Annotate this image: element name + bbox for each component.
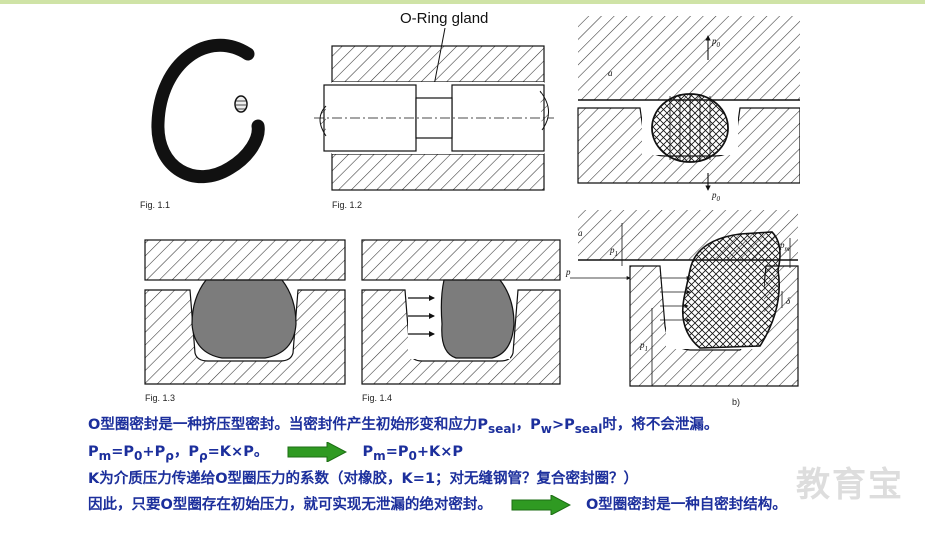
pm-label: pm [779,240,790,253]
top-accent-line [0,0,925,4]
diagram-panel: Fig. 1.1 O-Ring gland Fig. 1.2 Fig. 1.3 [100,8,800,413]
fig-1-1-oring: Fig. 1.1 [140,38,265,210]
text-line-2: Pm=P0+Pρ，Pρ=K×P。 Pm=P0+K×P [88,442,464,463]
fig-1-3-label: Fig. 1.3 [145,393,175,403]
fig-1-2-gland: O-Ring gland Fig. 1.2 [314,10,554,210]
p0-top-label: p0 [711,36,721,49]
green-arrow-icon [287,442,348,462]
gland-title: O-Ring gland [400,10,488,27]
watermark-logo: 教育宝 [796,465,904,505]
p0-bottom-label: p0 [711,190,721,203]
text-line-3: K为介质压力传递给O型圈压力的系数（对橡胶，K=1；对无缝钢管？复合密封圈？） [88,471,639,487]
text-line-1: O型圈密封是一种挤压型密封。当密封件产生初始形变和应力Pseal，Pw>Psea… [88,417,719,436]
p-label: p [565,267,571,277]
delta-label: δ [786,296,791,306]
fig-a-stress-distribution: p0 p0 a [577,16,800,203]
fig-1-1-label: Fig. 1.1 [140,200,170,210]
text-line-4: 因此，只要O型圈存在初始压力，就可实现无泄漏的绝对密封。 O型圈密封是一种自密封… [88,495,787,515]
fig-1-4-label: Fig. 1.4 [362,393,392,403]
green-arrow-icon-2 [511,495,571,515]
p1-top-label: p1 [609,245,618,258]
fig-b-label: b) [732,397,740,407]
fig-1-4-pressurized: Fig. 1.4 [361,239,561,403]
b-a-mark: a [578,228,583,238]
oring-diagram: Fig. 1.1 O-Ring gland Fig. 1.2 Fig. 1.3 [140,10,800,407]
a-mark: a [608,68,613,78]
fig-1-2-label: Fig. 1.2 [332,200,362,210]
p1-bottom-label: p1 [639,340,648,353]
fig-1-3-compressed: Fig. 1.3 [144,239,346,403]
fig-b-pressure-distribution: p p1 p1 pm δ a b) [565,210,799,407]
